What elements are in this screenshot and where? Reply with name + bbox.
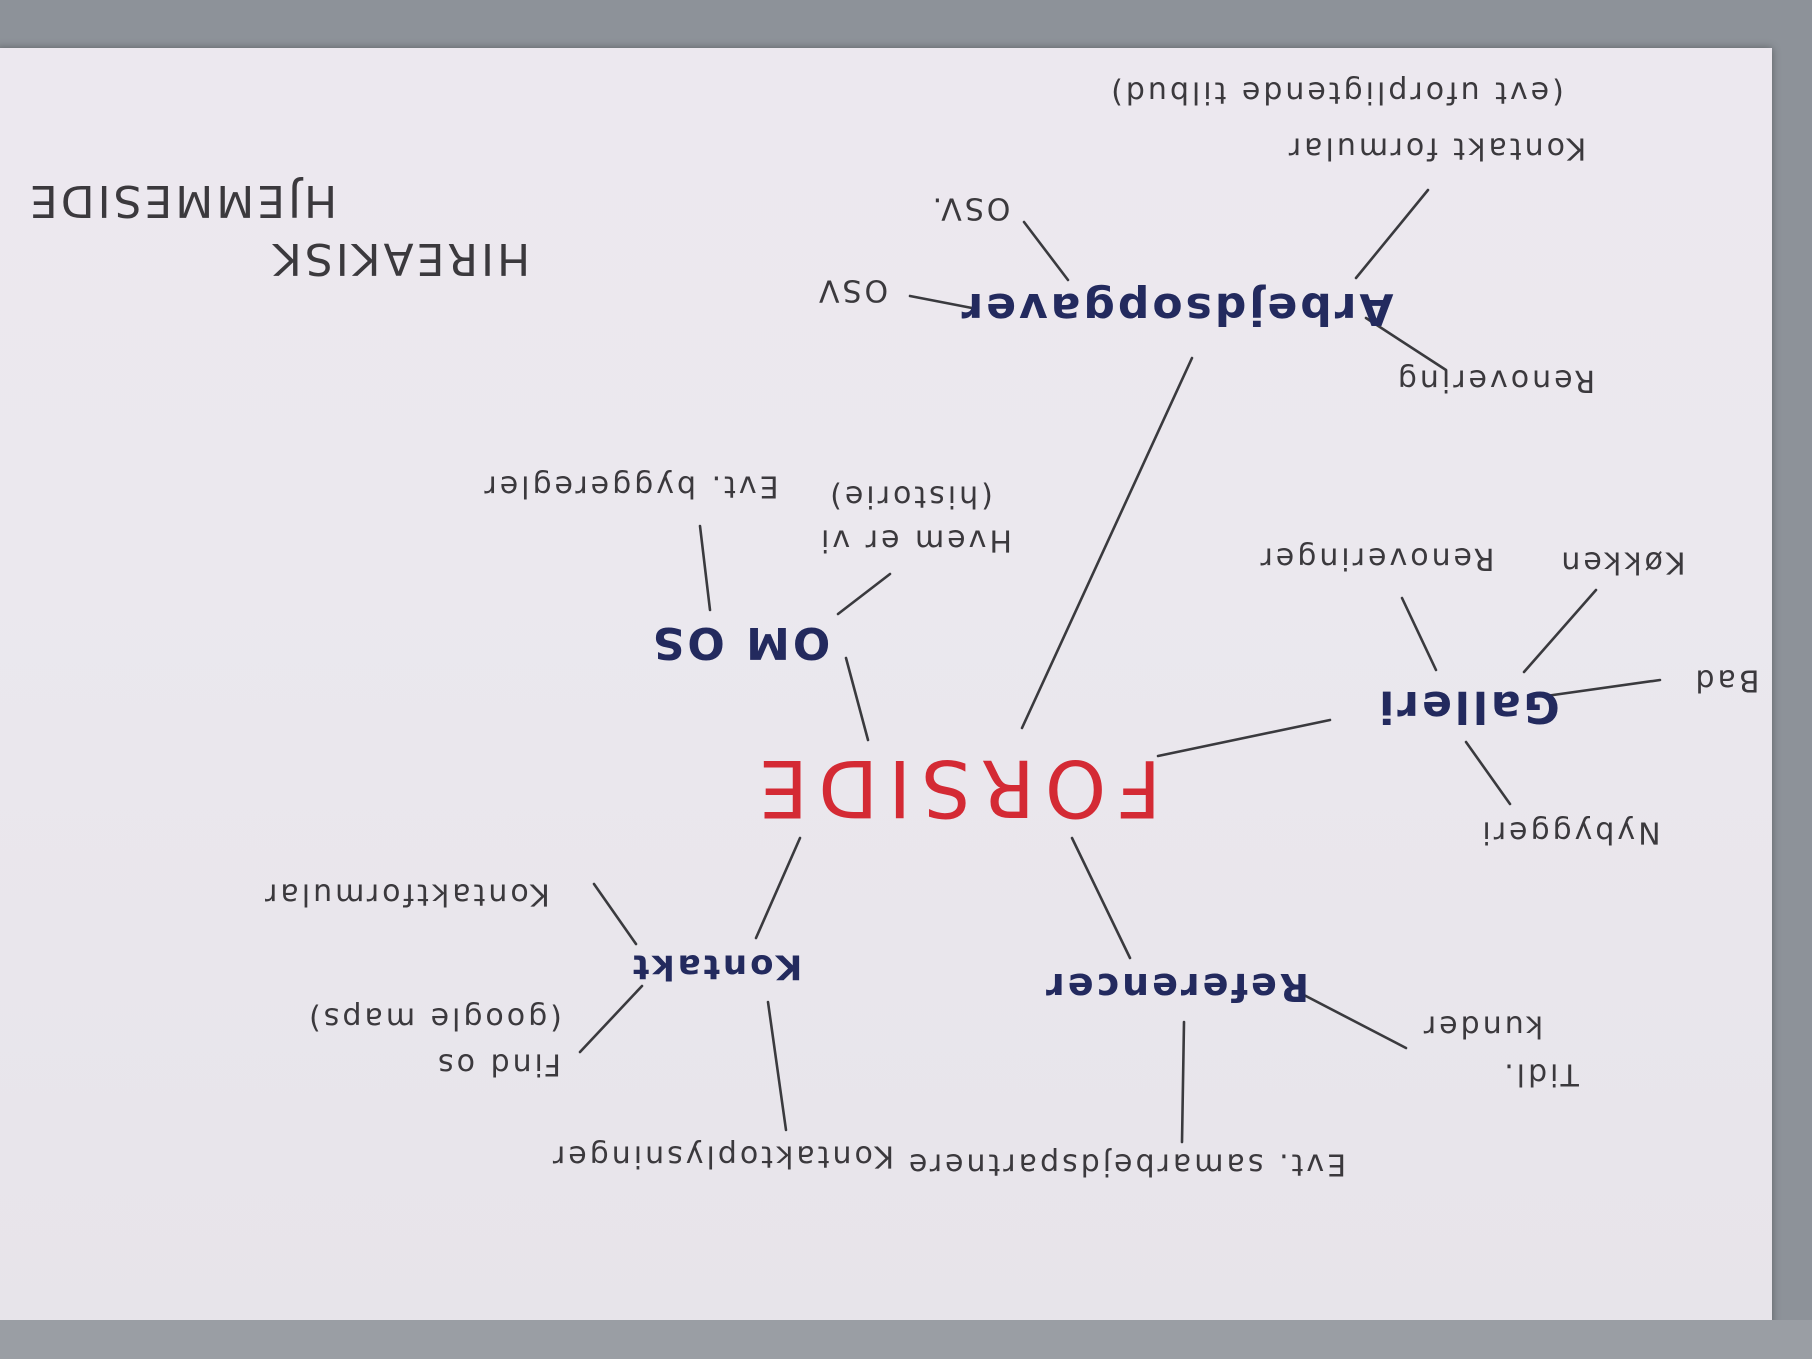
kontakt-google-maps: (google maps) [306, 1000, 562, 1036]
title-line-2: HJEMMESIDE [26, 175, 338, 227]
paper-sheet [0, 48, 1772, 1338]
line-forside-galleri [1156, 718, 1332, 758]
desk-surface [0, 1320, 1812, 1359]
line-omos-hvem [836, 572, 892, 616]
line-omos-evt [698, 524, 712, 612]
kontakt-find-os: Find os [435, 1046, 561, 1082]
kontakt-kontaktformular: Kontaktformular [262, 876, 550, 912]
line-forside-arbejdsopgaver [1020, 356, 1194, 730]
line-galleri-nybyggeri [1464, 740, 1512, 806]
ref-tidl: Tidl. [1501, 1056, 1579, 1092]
line-arb-kontakt [1354, 188, 1430, 280]
branch-kontakt: Kontakt [629, 946, 803, 987]
line-forside-om-os [844, 656, 870, 742]
line-galleri-renoveringer [1400, 596, 1438, 672]
center-node-forside: FORSIDE [748, 741, 1162, 832]
arb-kontakt-formular: Kontakt formular [1285, 130, 1587, 166]
galleri-kokken: Køkken [1558, 544, 1686, 580]
omos-evt-byggeregler: Evt. byggeregler [481, 468, 779, 504]
branch-referencer: Referencer [1043, 964, 1309, 1009]
line-kontakt-formular [592, 882, 638, 946]
line-forside-referencer [1070, 836, 1132, 960]
galleri-nybyggeri: Nybyggeri [1479, 814, 1661, 850]
title-line-1: HIREAKISK [269, 233, 531, 285]
arb-uforpligtende-tilbud: (evt uforpligtende tilbud) [1108, 74, 1564, 110]
arb-osv-1: OSV. [929, 190, 1011, 226]
branch-galleri: Galleri [1376, 681, 1560, 733]
kontakt-kontaktoplysninger: Kontaktoplysninger [549, 1138, 895, 1174]
line-arb-osv2 [908, 294, 974, 310]
line-ref-evt [1180, 1020, 1186, 1144]
ref-evt-samarbejdspartnere: Evt. samarbejdspartnere [905, 1146, 1347, 1182]
line-galleri-kokken [1522, 588, 1598, 674]
galleri-bad: Bad [1692, 662, 1760, 698]
ref-kunder: kunder [1420, 1008, 1544, 1044]
omos-hvem-er-vi: Hvem er vi [818, 522, 1012, 558]
line-arb-renovering [1364, 316, 1448, 372]
line-kontakt-findos [578, 984, 644, 1054]
arb-renovering: Renovering [1394, 362, 1596, 398]
arb-osv-2: OSV [815, 272, 889, 308]
omos-historie: (historie) [827, 478, 993, 514]
line-forside-kontakt [754, 836, 802, 940]
galleri-renoveringer: Renoveringer [1257, 540, 1495, 576]
line-arb-osv1 [1022, 220, 1070, 282]
line-galleri-bad [1544, 678, 1662, 698]
branch-arbejdsopgaver: Arbejdsopgaver [958, 283, 1394, 335]
line-kontakt-oplysninger [766, 1000, 788, 1132]
branch-om-os: OM OS [649, 617, 831, 669]
line-ref-kunder [1300, 992, 1408, 1050]
